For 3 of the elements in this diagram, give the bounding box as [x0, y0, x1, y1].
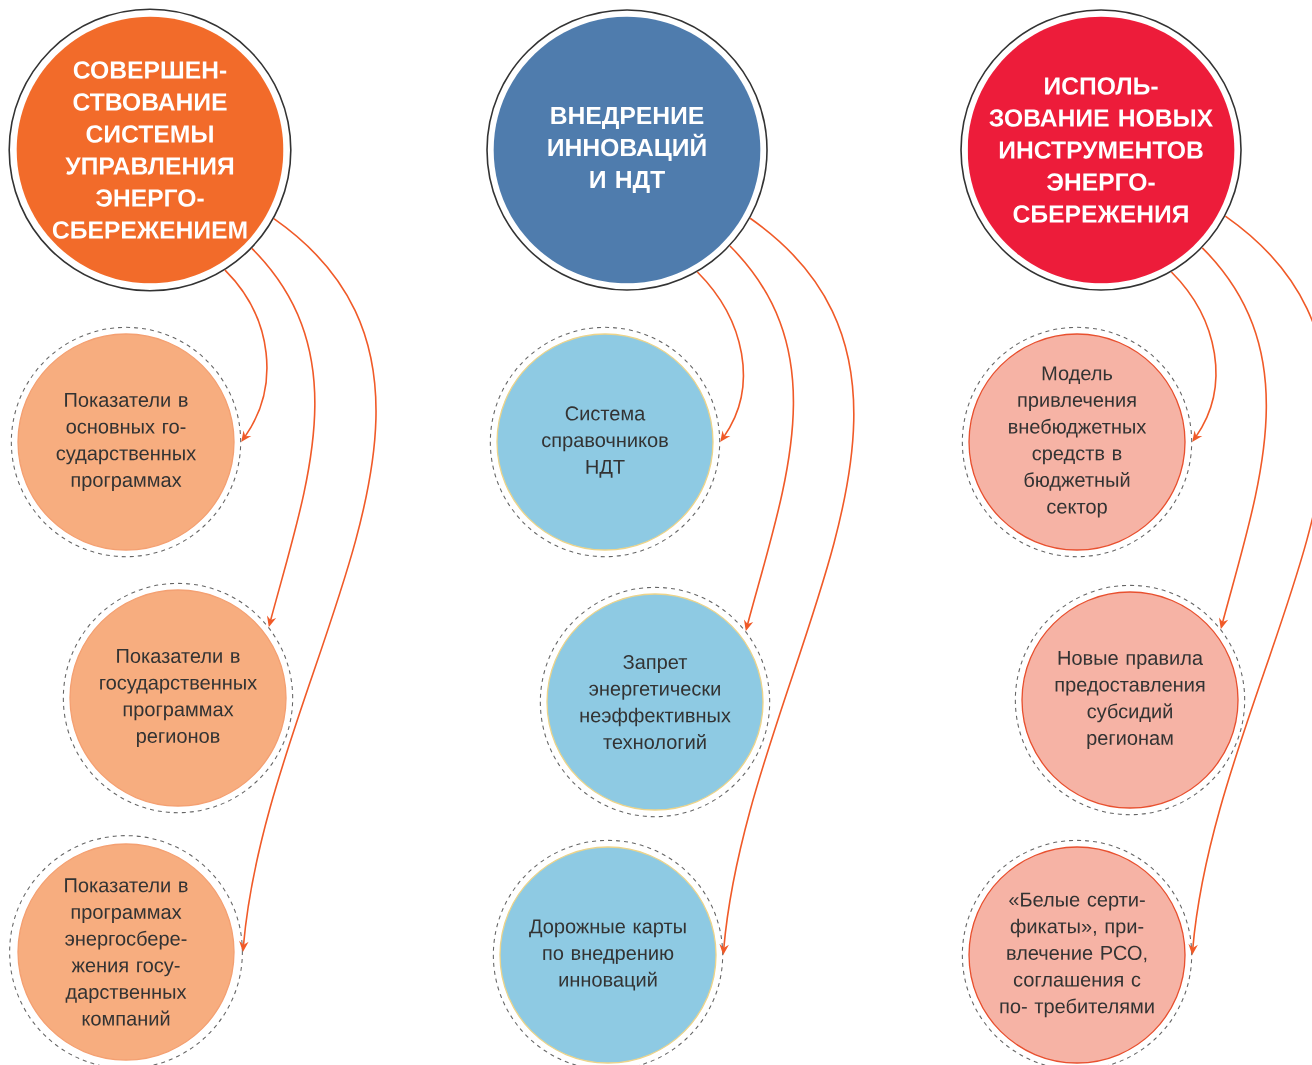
arrow [1170, 271, 1217, 442]
arrow [696, 271, 744, 442]
arrow [224, 269, 268, 442]
